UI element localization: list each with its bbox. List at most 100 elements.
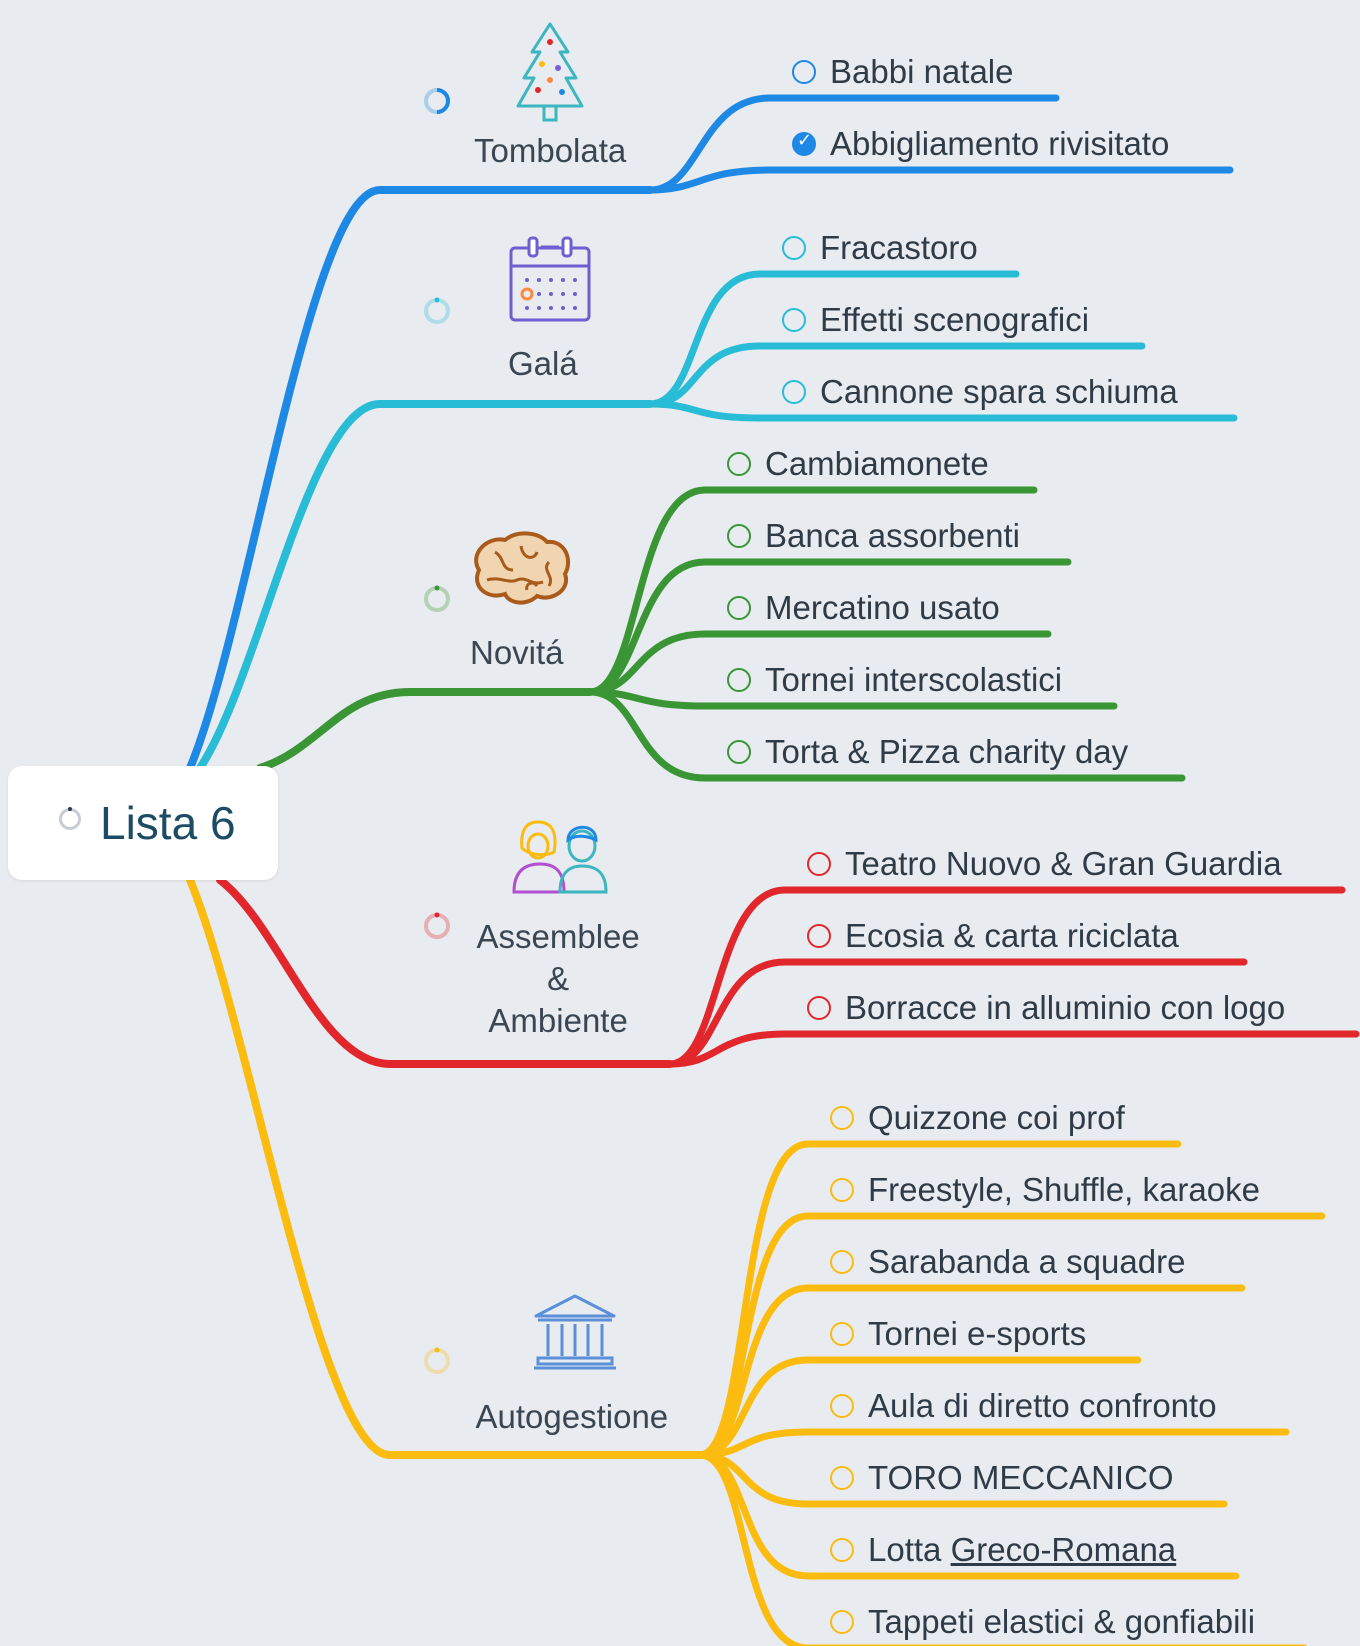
list-item[interactable]: Teatro Nuovo & Gran Guardia — [807, 844, 1282, 884]
list-item[interactable]: Babbi natale — [792, 52, 1013, 92]
branch-0-item-line-1 — [646, 166, 1234, 194]
list-item[interactable]: Ecosia & carta riciclata — [807, 916, 1179, 956]
progress-ring-icon — [424, 1347, 450, 1374]
brain-icon — [465, 530, 575, 615]
list-item[interactable]: Aula di diretto confronto — [830, 1386, 1217, 1426]
checkbox-icon[interactable] — [727, 668, 751, 692]
progress-ring-icon — [424, 912, 450, 939]
list-item[interactable]: Effetti scenografici — [782, 300, 1089, 340]
branch-label-line: Autogestione — [475, 1398, 669, 1435]
checkbox-icon[interactable] — [727, 452, 751, 476]
list-item[interactable]: Tornei e-sports — [830, 1314, 1086, 1354]
list-item[interactable]: Cannone spara schiuma — [782, 372, 1178, 412]
list-item-label: Tappeti elastici & gonfiabili — [868, 1603, 1256, 1640]
checkbox-icon[interactable] — [782, 380, 806, 404]
list-item-label: Tornei interscolastici — [765, 661, 1063, 698]
list-item[interactable]: TORO MECCANICO — [830, 1458, 1174, 1498]
checkbox-icon[interactable] — [830, 1106, 854, 1130]
branch-label-line: Ambiente — [488, 1002, 628, 1039]
list-item-label: Fracastoro — [820, 229, 978, 266]
list-item[interactable]: Freestyle, Shuffle, karaoke — [830, 1170, 1260, 1210]
branch-label-4[interactable]: Autogestione — [476, 1396, 669, 1438]
branch-label-line: Galá — [508, 345, 578, 382]
list-item-label: Ecosia & carta riciclata — [845, 917, 1179, 954]
list-item[interactable]: Banca assorbenti — [727, 516, 1020, 556]
list-item-label: Cannone spara schiuma — [820, 373, 1178, 410]
progress-ring-icon — [424, 585, 450, 612]
branch-trunk-3 — [216, 876, 674, 1068]
list-item-label: Torta & Pizza charity day — [765, 733, 1129, 770]
list-item-label: TORO MECCANICO — [868, 1459, 1174, 1496]
calendar-icon — [505, 236, 595, 331]
checkbox-icon[interactable] — [830, 1178, 854, 1202]
checkbox-icon[interactable] — [830, 1466, 854, 1490]
list-item-label: Babbi natale — [830, 53, 1014, 90]
branch-2-item-line-4 — [586, 688, 1186, 782]
branch-label-3[interactable]: Assemblee & Ambiente — [477, 916, 640, 1042]
branch-label-line: & — [547, 960, 570, 997]
people-icon — [506, 818, 610, 899]
list-item-label: Tornei e-sports — [868, 1315, 1087, 1352]
checkbox-icon[interactable] — [782, 308, 806, 332]
progress-ring-icon — [59, 807, 81, 830]
progress-ring-icon — [424, 88, 450, 114]
list-item[interactable]: Sarabanda a squadre — [830, 1242, 1185, 1282]
checkbox-icon[interactable] — [727, 596, 751, 620]
christmas-tree-icon — [510, 18, 590, 133]
list-item[interactable]: Mercatino usato — [727, 588, 1000, 628]
central-topic-label[interactable]: Lista 6 — [100, 797, 236, 849]
checkbox-icon[interactable] — [807, 924, 831, 948]
list-item[interactable]: Quizzone coi prof — [830, 1098, 1125, 1138]
branch-trunk-4 — [186, 876, 704, 1459]
checkbox-icon[interactable] — [830, 1250, 854, 1274]
list-item[interactable]: Borracce in alluminio con logo — [807, 988, 1285, 1028]
list-item[interactable]: Lotta Greco-Romana — [830, 1530, 1176, 1570]
list-item-label: Mercatino usato — [765, 589, 1000, 626]
list-item[interactable]: Cambiamonete — [727, 444, 989, 484]
checkbox-icon[interactable] — [727, 740, 751, 764]
branch-label-1[interactable]: Galá — [508, 343, 578, 385]
branch-trunk-1 — [196, 400, 654, 772]
branch-trunk-0 — [186, 186, 654, 772]
branch-label-0[interactable]: Tombolata — [474, 130, 626, 172]
list-item-label: Sarabanda a squadre — [868, 1243, 1186, 1280]
list-item[interactable]: Torta & Pizza charity day — [727, 732, 1128, 772]
list-item[interactable]: Tappeti elastici & gonfiabili — [830, 1602, 1255, 1642]
branch-4-item-line-7 — [696, 1451, 1307, 1646]
list-item-label: Abbigliamento rivisitato — [830, 125, 1170, 162]
branch-trunk-2 — [256, 688, 594, 772]
list-item-label: Lotta Greco-Romana — [868, 1531, 1177, 1568]
checkbox-icon[interactable] — [830, 1610, 854, 1634]
checkbox-icon[interactable] — [727, 524, 751, 548]
central-topic-card[interactable] — [8, 766, 278, 880]
list-item-label: Freestyle, Shuffle, karaoke — [868, 1171, 1260, 1208]
checkbox-icon[interactable] — [830, 1538, 854, 1562]
checkbox-icon[interactable] — [782, 236, 806, 260]
checked-checkbox-icon[interactable] — [792, 130, 816, 156]
progress-ring-icon — [424, 297, 450, 324]
checkbox-icon[interactable] — [807, 996, 831, 1020]
list-item[interactable]: Abbigliamento rivisitato — [792, 124, 1169, 164]
list-item[interactable]: Fracastoro — [782, 228, 978, 268]
list-item-label: Quizzone coi prof — [868, 1099, 1125, 1136]
list-item-label: Aula di diretto confronto — [868, 1387, 1217, 1424]
list-item-label: Banca assorbenti — [765, 517, 1020, 554]
checkbox-icon[interactable] — [830, 1322, 854, 1346]
checkbox-icon[interactable] — [792, 60, 816, 84]
checkbox-icon[interactable] — [807, 852, 831, 876]
branch-3-item-line-2 — [666, 1030, 1360, 1068]
checkbox-icon[interactable] — [830, 1394, 854, 1418]
list-item-label: Cambiamonete — [765, 445, 989, 482]
branch-4-item-line-4 — [696, 1428, 1290, 1459]
branch-label-line: Novitá — [470, 634, 564, 671]
list-item-label: Teatro Nuovo & Gran Guardia — [845, 845, 1282, 882]
institution-building-icon — [530, 1292, 620, 1377]
branch-label-line: Tombolata — [474, 132, 627, 169]
list-item-label: Effetti scenografici — [820, 301, 1090, 338]
branch-label-line: Assemblee — [476, 918, 640, 955]
branch-1-item-line-2 — [646, 400, 1238, 422]
list-item[interactable]: Tornei interscolastici — [727, 660, 1062, 700]
underlined-text: Greco-Romana — [950, 1531, 1177, 1568]
branch-label-2[interactable]: Novitá — [470, 632, 564, 674]
